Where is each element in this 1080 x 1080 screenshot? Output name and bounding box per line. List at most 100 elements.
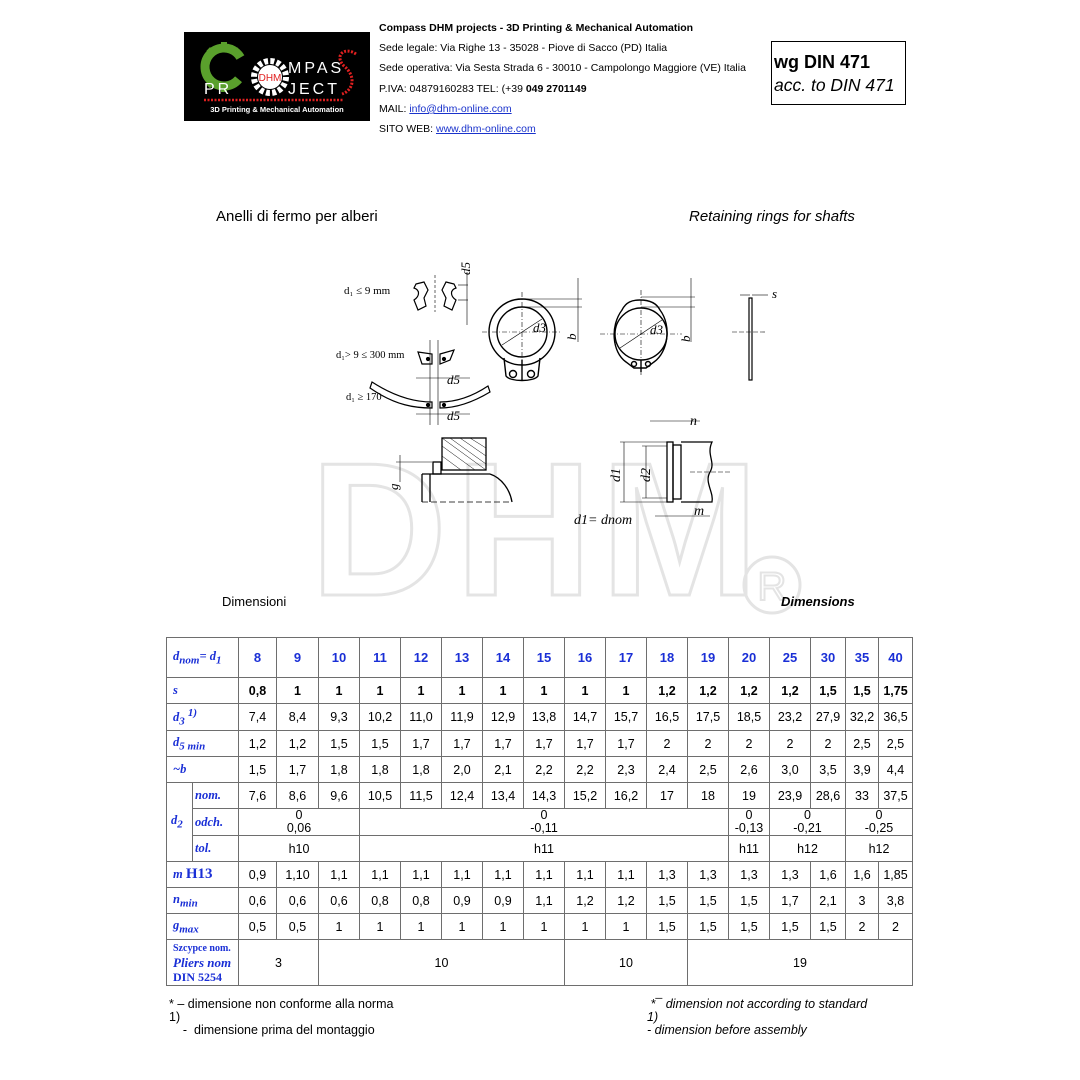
row-sublabel-odch: odch.: [192, 808, 239, 836]
d3-cell: 11,9: [441, 703, 483, 731]
svg-text:MPAS: MPAS: [288, 60, 344, 77]
b-cell: 1,8: [400, 756, 442, 783]
svg-text:DHM: DHM: [259, 73, 282, 84]
vat-label: P.IVA: 04879160283 TEL: (+39: [379, 82, 526, 95]
column-header-d25: 25: [769, 637, 811, 678]
nmin-cell: 1,5: [687, 887, 729, 914]
mail-link[interactable]: info@dhm-online.com: [409, 102, 512, 115]
d2-nom-cell: 11,5: [400, 782, 442, 809]
web-label: SITO WEB:: [379, 123, 436, 136]
m-cell: 1,1: [359, 861, 401, 888]
b-cell: 2,5: [687, 756, 729, 783]
nmin-cell: 1,2: [564, 887, 606, 914]
b-cell: 2,3: [605, 756, 647, 783]
website-link[interactable]: www.dhm-online.com: [435, 123, 536, 136]
gmax-cell: 1: [400, 913, 442, 940]
operating-office: Sede operativa: Via Sesta Strada 6 - 300…: [379, 62, 746, 75]
d5min-cell: 2,5: [878, 730, 913, 757]
m-cell: 1,1: [441, 861, 483, 888]
column-header-d15: 15: [523, 637, 565, 678]
nmin-cell: 3,8: [878, 887, 913, 914]
nmin-cell: 1,5: [646, 887, 688, 914]
mail-line: MAIL: info@dhm-online.com: [379, 99, 769, 119]
svg-text:d5: d5: [447, 372, 461, 387]
row-label-pliers: Szcypce nom. Pliers nom DIN 5254: [166, 939, 239, 986]
d5min-cell: 2: [810, 730, 846, 757]
gmax-cell: 1: [359, 913, 401, 940]
d2-tolerance-cell: h12: [769, 835, 846, 862]
pliers-label-standard: DIN 5254: [173, 969, 223, 984]
footnotes-english: *¯ dimension not according to standard 1…: [647, 998, 867, 1037]
d2-nom-cell: 28,6: [810, 782, 846, 809]
pliers-size-cell: 3: [238, 939, 319, 986]
m-cell: 1,6: [810, 861, 846, 888]
d5min-cell: 1,7: [605, 730, 647, 757]
svg-text:b: b: [564, 333, 579, 340]
d2-tolerance-cell: h12: [845, 835, 913, 862]
m-cell: 1,1: [564, 861, 606, 888]
gmax-cell: 1,5: [728, 913, 770, 940]
d5min-cell: 1,7: [523, 730, 565, 757]
row-label-dnom: dnom= d1: [166, 637, 239, 678]
s-cell: 1,2: [687, 677, 729, 704]
s-cell: 1: [359, 677, 401, 704]
m-cell: 1,1: [523, 861, 565, 888]
d3-cell: 7,4: [238, 703, 277, 731]
s-cell: 1,2: [728, 677, 770, 704]
footnote-note-it: - dimensione prima del montaggio: [169, 1023, 375, 1037]
row-label-m: m H13: [166, 861, 239, 888]
white-gear-icon: [251, 58, 289, 96]
d5min-cell: 1,2: [276, 730, 319, 757]
s-cell: 1: [400, 677, 442, 704]
nmin-cell: 0,6: [318, 887, 360, 914]
s-cell: 1: [276, 677, 319, 704]
pliers-label-polish: Szcypce nom.: [173, 942, 231, 954]
b-cell: 2,1: [482, 756, 524, 783]
svg-text:d1: d1: [609, 468, 624, 482]
b-cell: 1,7: [276, 756, 319, 783]
s-cell: 1: [482, 677, 524, 704]
s-cell: 1,5: [845, 677, 879, 704]
column-header-d40: 40: [878, 637, 913, 678]
nmin-cell: 0,6: [238, 887, 277, 914]
svg-text:s: s: [772, 286, 777, 301]
column-header-d9: 9: [276, 637, 319, 678]
d5min-cell: 1,5: [318, 730, 360, 757]
d5min-cell: 2: [687, 730, 729, 757]
m-cell: 1,6: [845, 861, 879, 888]
d2-nom-cell: 8,6: [276, 782, 319, 809]
d5min-cell: 1,7: [564, 730, 606, 757]
d5min-cell: 1,7: [441, 730, 483, 757]
svg-text:DHM: DHM: [310, 440, 767, 636]
standard-subtitle: acc. to DIN 471: [774, 75, 895, 95]
dimensions-label-italian: Dimensioni: [222, 594, 287, 609]
d2-tolerance-cell: h11: [359, 835, 729, 862]
m-cell: 1,1: [605, 861, 647, 888]
gmax-cell: 1: [441, 913, 483, 940]
footnote-star-en: *¯ dimension not according to standard: [647, 997, 868, 1011]
row-label-nmin: nmin: [166, 887, 239, 914]
nmin-cell: 1,5: [728, 887, 770, 914]
m-cell: 1,10: [276, 861, 319, 888]
vat-phone: P.IVA: 04879160283 TEL: (+39 049 2701149: [379, 79, 769, 99]
d3-cell: 14,7: [564, 703, 606, 731]
d2-nom-cell: 12,4: [441, 782, 483, 809]
svg-text:d₁ ≤ 9 mm: d₁ ≤ 9 mm: [344, 285, 391, 297]
dhm-watermark: DHM R: [309, 440, 802, 638]
d2-nom-cell: 10,5: [359, 782, 401, 809]
gmax-cell: 1: [523, 913, 565, 940]
company-name: Compass DHM projects - 3D Printing & Mec…: [379, 22, 694, 34]
footnote-ref-it: 1): [169, 1010, 181, 1024]
svg-text:PR: PR: [204, 81, 232, 98]
m-cell: 1,3: [646, 861, 688, 888]
svg-text:m: m: [694, 504, 704, 519]
svg-text:JECT: JECT: [288, 81, 340, 98]
column-header-d8: 8: [238, 637, 277, 678]
b-cell: 1,5: [238, 756, 277, 783]
d3-cell: 23,2: [769, 703, 811, 731]
s-cell: 1: [318, 677, 360, 704]
row-sublabel-tol: tol.: [192, 835, 239, 862]
